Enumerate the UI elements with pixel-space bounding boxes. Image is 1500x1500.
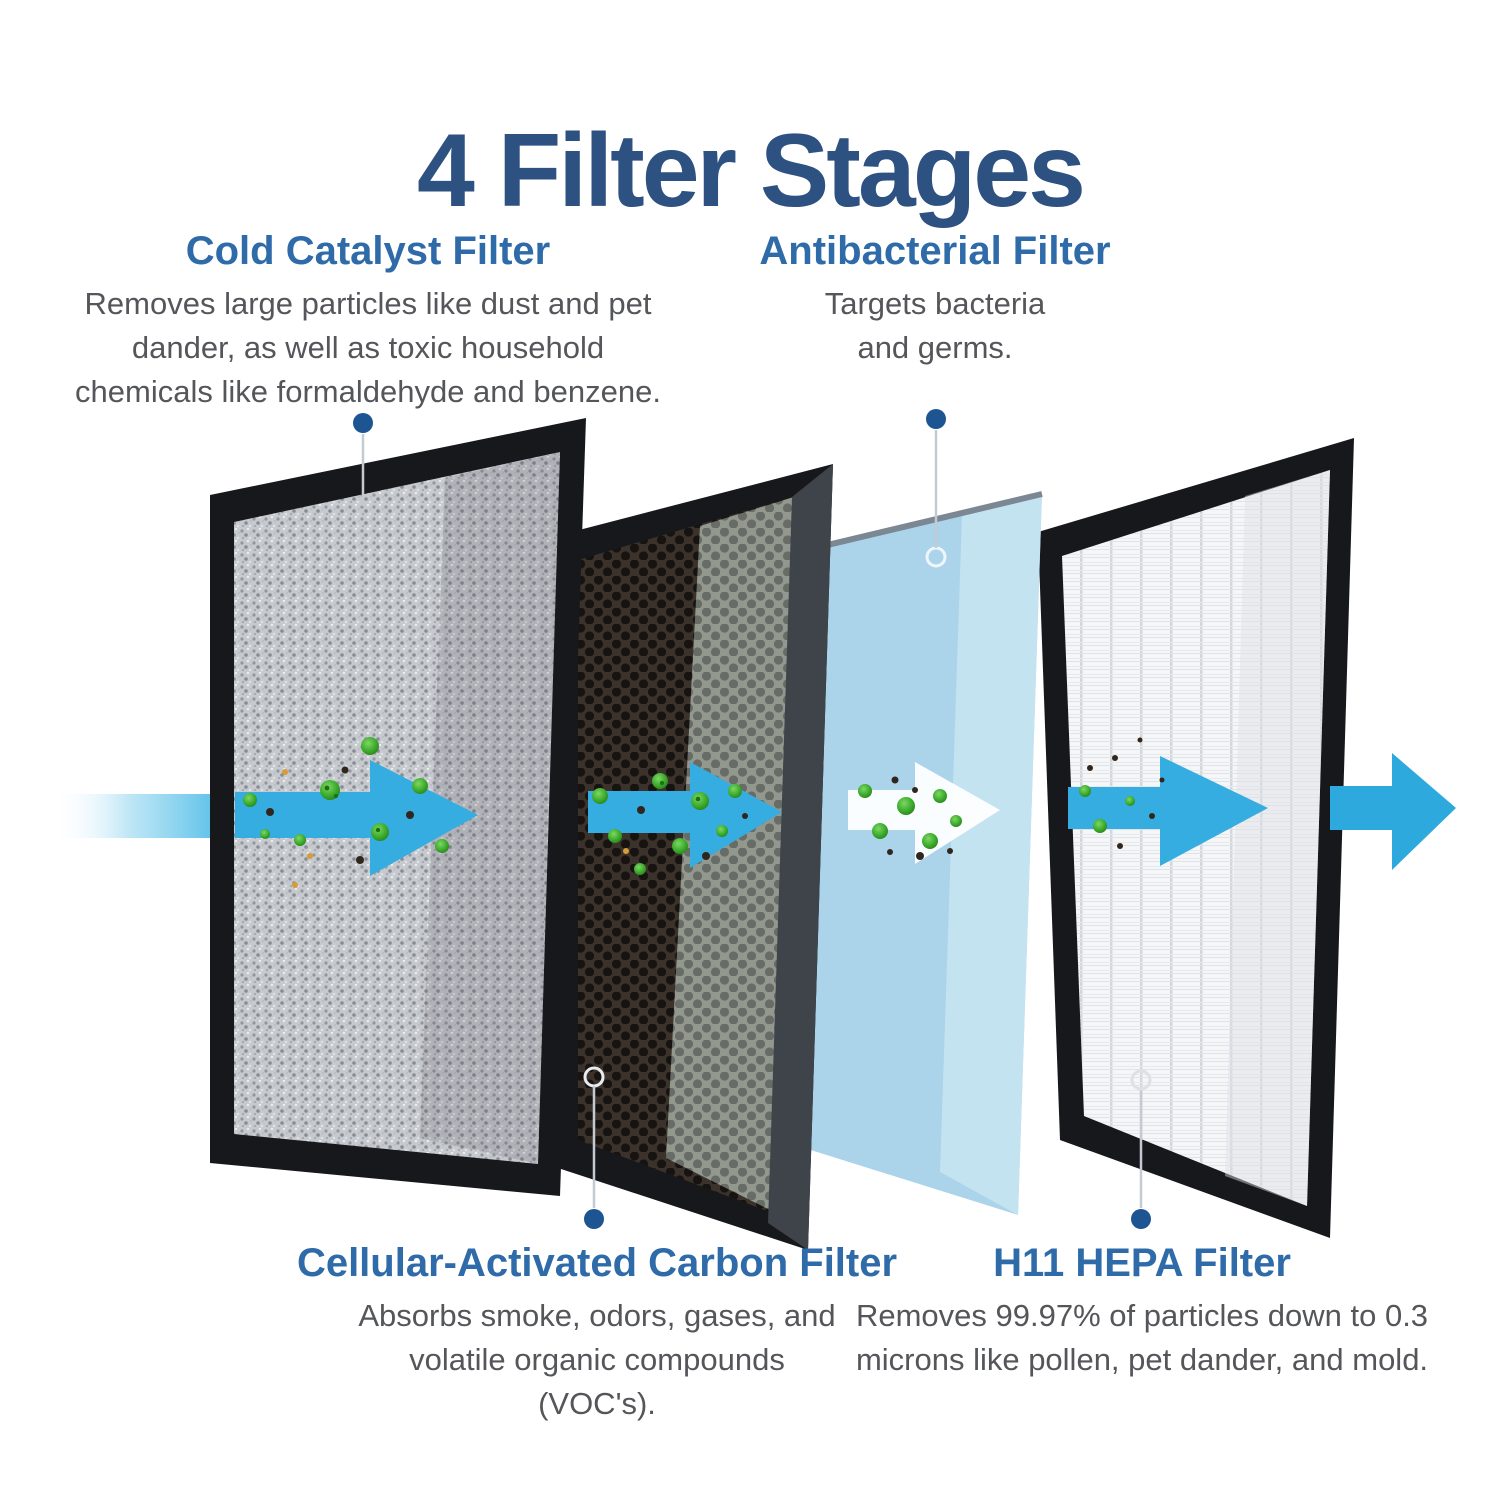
- cold-catalyst-description: Removes large particles like dust and pe…: [75, 286, 661, 410]
- hepa-description: Removes 99.97% of particles down to 0.3 …: [855, 1298, 1429, 1378]
- antibacterial-description: Targets bacteria and germs.: [824, 286, 1046, 366]
- airflow-arrow-exit: [1330, 753, 1456, 870]
- antibacterial-callout-dot: [926, 409, 946, 429]
- cold-catalyst-callout-dot: [353, 413, 373, 433]
- cold-catalyst-name: Cold Catalyst Filter: [185, 229, 551, 273]
- hepa-name: H11 HEPA Filter: [993, 1241, 1291, 1285]
- carbon-description: Absorbs smoke, odors, gases, and volatil…: [358, 1298, 836, 1422]
- hepa-label: H11 HEPA Filter Removes 99.97% of partic…: [852, 1240, 1432, 1382]
- carbon-callout-dot: [584, 1209, 604, 1229]
- page-title: 4 Filter Stages: [417, 112, 1086, 229]
- particles-stage1: [243, 737, 449, 888]
- carbon-name: Cellular-Activated Carbon Filter: [296, 1241, 898, 1285]
- airflow-arrow-stage3: [848, 762, 1000, 864]
- particles-stage4: [1079, 737, 1165, 849]
- airflow-entry-band: [52, 794, 220, 838]
- hepa-callout-anchor-circle: [1130, 1069, 1152, 1091]
- cold-catalyst-label: Cold Catalyst Filter Removes large parti…: [58, 228, 678, 414]
- antibacterial-label: Antibacterial Filter Targets bacteria an…: [675, 228, 1195, 370]
- airflow-arrow-stage4: [1068, 756, 1268, 866]
- particles-stage2: [592, 773, 748, 875]
- carbon-label: Cellular-Activated Carbon Filter Absorbs…: [287, 1240, 907, 1426]
- hepa-callout-dot: [1131, 1209, 1151, 1229]
- callout-dots: [353, 409, 1151, 1229]
- antibacterial-name: Antibacterial Filter: [759, 229, 1111, 273]
- callout-leaders: [361, 430, 1143, 1208]
- particles-stage3: [858, 776, 962, 860]
